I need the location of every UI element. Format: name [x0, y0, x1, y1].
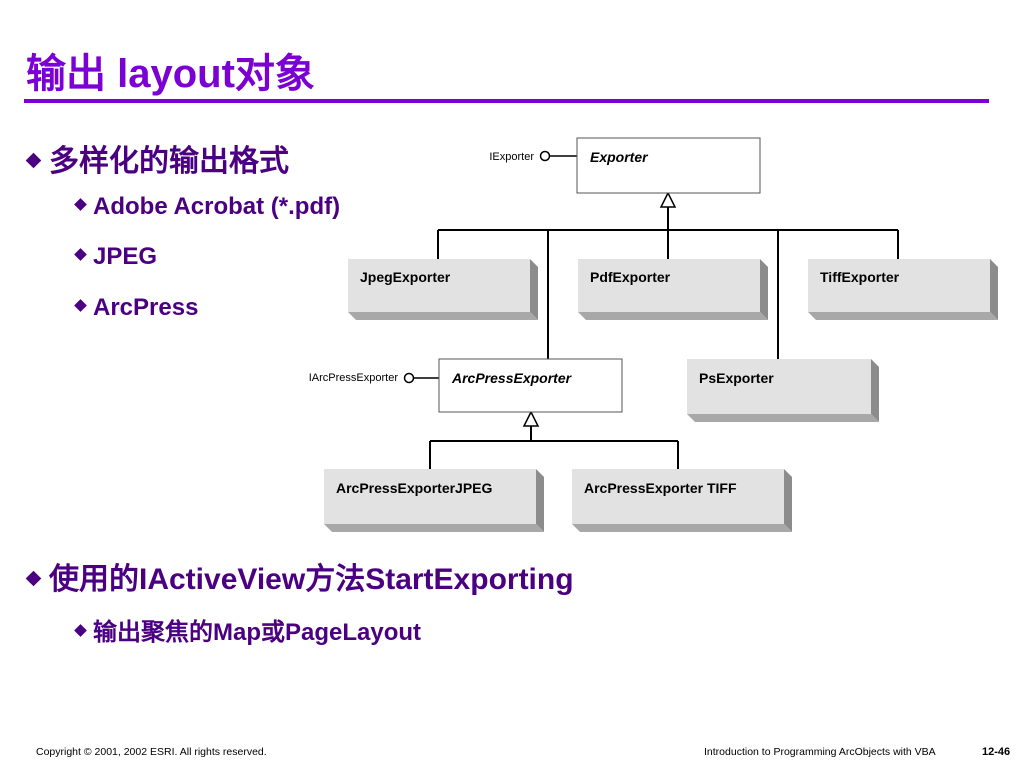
- bullet-export-formats: 多样化的输出格式: [25, 136, 289, 180]
- footer-course-title: Introduction to Programming ArcObjects w…: [704, 746, 936, 758]
- sub-bullet-jpeg: JPEG: [74, 243, 158, 271]
- bullet-text: 多样化的输出格式: [49, 145, 289, 178]
- sub-bullet-text: Adobe Acrobat (*.pdf): [93, 193, 341, 220]
- class-label: ArcPressExporterJPEG: [336, 480, 493, 496]
- abstract-class-exporter: [576, 137, 761, 194]
- slide-title: 输出 layout对象: [26, 52, 315, 96]
- abstract-class-label: ArcPressExporter: [451, 370, 573, 386]
- footer-copyright: Copyright © 2001, 2002 ESRI. All rights …: [36, 746, 267, 758]
- sub-bullet-text: JPEG: [93, 243, 158, 270]
- bullet-start-exporting: 使用的IActiveView方法StartExporting: [25, 554, 574, 598]
- class-label: PsExporter: [699, 370, 774, 386]
- sub-bullet-text: 输出聚焦的Map或PageLayout: [93, 619, 422, 646]
- class-pdf-exporter: [578, 259, 760, 312]
- sub-bullet-pdf: Adobe Acrobat (*.pdf): [74, 193, 341, 221]
- class-tiff-exporter: [808, 259, 990, 312]
- footer-page-number: 12-46: [982, 746, 1011, 758]
- title-underline: [24, 99, 989, 103]
- interface-lollipop-icon: [403, 372, 415, 384]
- bullet-text: 使用的IActiveView方法StartExporting: [49, 563, 574, 596]
- class-label: PdfExporter: [590, 269, 671, 285]
- class-label: JpegExporter: [360, 269, 451, 285]
- class-arcpress-exporter-tiff: [572, 469, 784, 524]
- class-label: TiffExporter: [820, 269, 900, 285]
- inheritance-arrow-icon: [659, 191, 677, 208]
- sub-bullet-arcpress: ArcPress: [74, 294, 199, 322]
- class-ps-exporter: [687, 359, 871, 414]
- abstract-class-arcpress-exporter: [438, 358, 623, 413]
- sub-bullet-map-pagelayout: 输出聚焦的Map或PageLayout: [74, 612, 422, 647]
- sub-bullet-text: ArcPress: [93, 294, 199, 321]
- class-label: ArcPressExporter TIFF: [584, 480, 737, 496]
- interface-label-iarcpressexporter: IArcPressExporter: [309, 372, 399, 384]
- inheritance-arrow-icon: [522, 410, 540, 427]
- class-jpeg-exporter: [348, 259, 530, 312]
- inheritance-lines: [429, 207, 899, 469]
- interface-label-iexporter: IExporter: [489, 151, 534, 163]
- class-arcpress-exporter-jpeg: [324, 469, 536, 524]
- abstract-class-label: Exporter: [590, 149, 649, 165]
- interface-lollipop-icon: [539, 150, 551, 162]
